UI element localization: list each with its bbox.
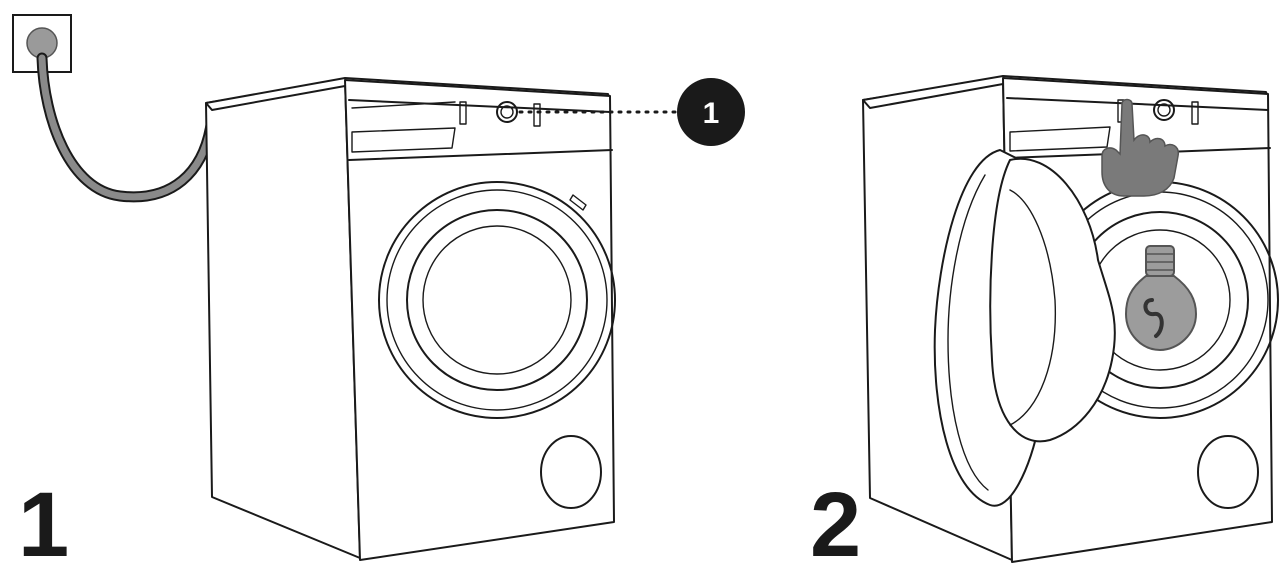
washing-machine — [205, 77, 616, 561]
pointing-hand-icon — [1101, 98, 1180, 197]
step-number-1: 1 — [18, 474, 69, 576]
step-number-2: 2 — [810, 474, 861, 576]
callout-label: 1 — [703, 97, 720, 130]
washing-machine-open-door — [862, 75, 1279, 563]
panel-step-1: 1 1 — [12, 14, 745, 576]
light-bulb-icon — [1124, 245, 1198, 352]
power-button — [496, 101, 518, 123]
callout-badge: 1 — [677, 78, 745, 146]
panel-step-2: 2 — [810, 75, 1279, 576]
